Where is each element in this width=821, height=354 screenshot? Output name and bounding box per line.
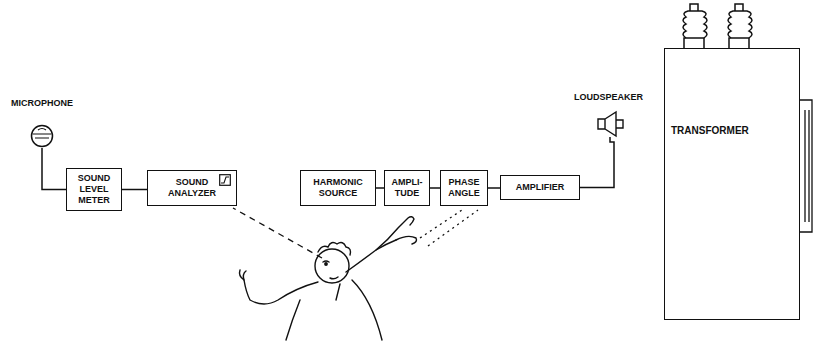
observer: [240, 217, 417, 340]
loudspeaker: LOUDSPEAKER: [574, 92, 654, 138]
loudspeaker-symbol: [596, 110, 626, 138]
signal-wire: [580, 137, 614, 188]
box-label: TRANSFORMER: [671, 125, 749, 136]
microphone-symbol: [30, 124, 54, 148]
box-label: HARMONIC SOURCE: [304, 177, 372, 199]
phase-box: PHASE ANGLE: [440, 170, 488, 206]
box-label: LOUDSPEAKER: [574, 92, 654, 103]
box-label: MICROPHONE: [4, 98, 80, 109]
sight-line: [428, 210, 478, 246]
microphone: MICROPHONE: [4, 98, 80, 148]
signal-wire: [122, 189, 147, 191]
meter-box: SOUND LEVEL METER: [66, 168, 122, 211]
amplitude-box: AMPLI- TUDE: [384, 170, 430, 206]
sight-line: [233, 208, 322, 258]
signal-wire: [430, 187, 440, 189]
box-label: PHASE ANGLE: [444, 177, 484, 199]
signal-wire: [376, 187, 384, 189]
box-label: SOUND ANALYZER: [162, 177, 222, 199]
analyzer-box: SOUND ANALYZER: [147, 170, 237, 206]
radiator: [800, 100, 812, 232]
box-label: AMPLIFIER: [516, 182, 565, 193]
box-label: AMPLI- TUDE: [388, 177, 426, 199]
signal-wire: [488, 187, 500, 189]
box-label: SOUND LEVEL METER: [70, 173, 118, 206]
transformer-tank: TRANSFORMER: [664, 48, 800, 320]
sight-line: [420, 210, 462, 238]
bushings: [683, 4, 752, 48]
source-box: HARMONIC SOURCE: [300, 170, 376, 206]
amplifier-box: AMPLIFIER: [500, 175, 580, 200]
signal-wire: [42, 148, 66, 190]
analyzer-icon: [219, 174, 231, 186]
